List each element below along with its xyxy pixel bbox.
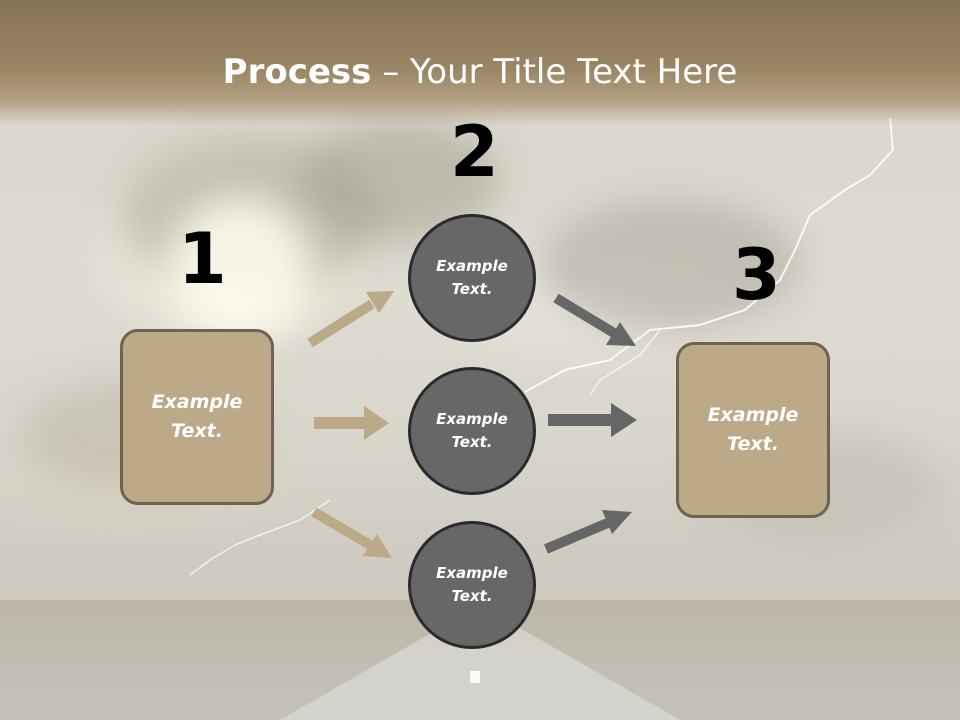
arrow-box1-to-circle-middle [314, 406, 389, 440]
arrow-circle-top-to-box3 [553, 293, 636, 346]
title-bold: Process [222, 52, 372, 92]
step-3-label: Example Text. [707, 404, 799, 455]
lightning-branch [589, 329, 661, 396]
arrow-circle-middle-to-box3 [548, 403, 637, 437]
step-number-3: 3 [732, 234, 781, 316]
step-1-label: Example Text. [151, 391, 243, 442]
slide-title: Process – Your Title Text Here [0, 52, 960, 92]
road-marker [470, 671, 480, 683]
step-1-box: Example Text. [120, 329, 274, 505]
middle-circle-middle: Example Text. [408, 367, 536, 495]
lightning-bolt [524, 117, 895, 393]
title-rest: Your Title Text Here [410, 52, 738, 92]
title-bar [0, 0, 960, 125]
middle-circle-middle-label: Example Text. [436, 410, 508, 451]
lightning-branch [189, 499, 331, 576]
arrow-box1-to-circle-bottom [311, 507, 392, 558]
middle-circle-top-label: Example Text. [436, 257, 508, 298]
step-3-box: Example Text. [676, 342, 830, 518]
middle-circle-top: Example Text. [408, 214, 536, 342]
arrow-circle-bottom-to-box3 [544, 510, 632, 554]
step-number-1: 1 [178, 218, 227, 300]
cloud [540, 200, 800, 330]
middle-circle-bottom-label: Example Text. [436, 564, 508, 605]
title-separator: – [371, 52, 411, 92]
step-number-2: 2 [450, 111, 499, 193]
cloud [170, 200, 310, 340]
middle-circle-bottom: Example Text. [408, 521, 536, 649]
arrow-box1-to-circle-top [307, 291, 394, 348]
